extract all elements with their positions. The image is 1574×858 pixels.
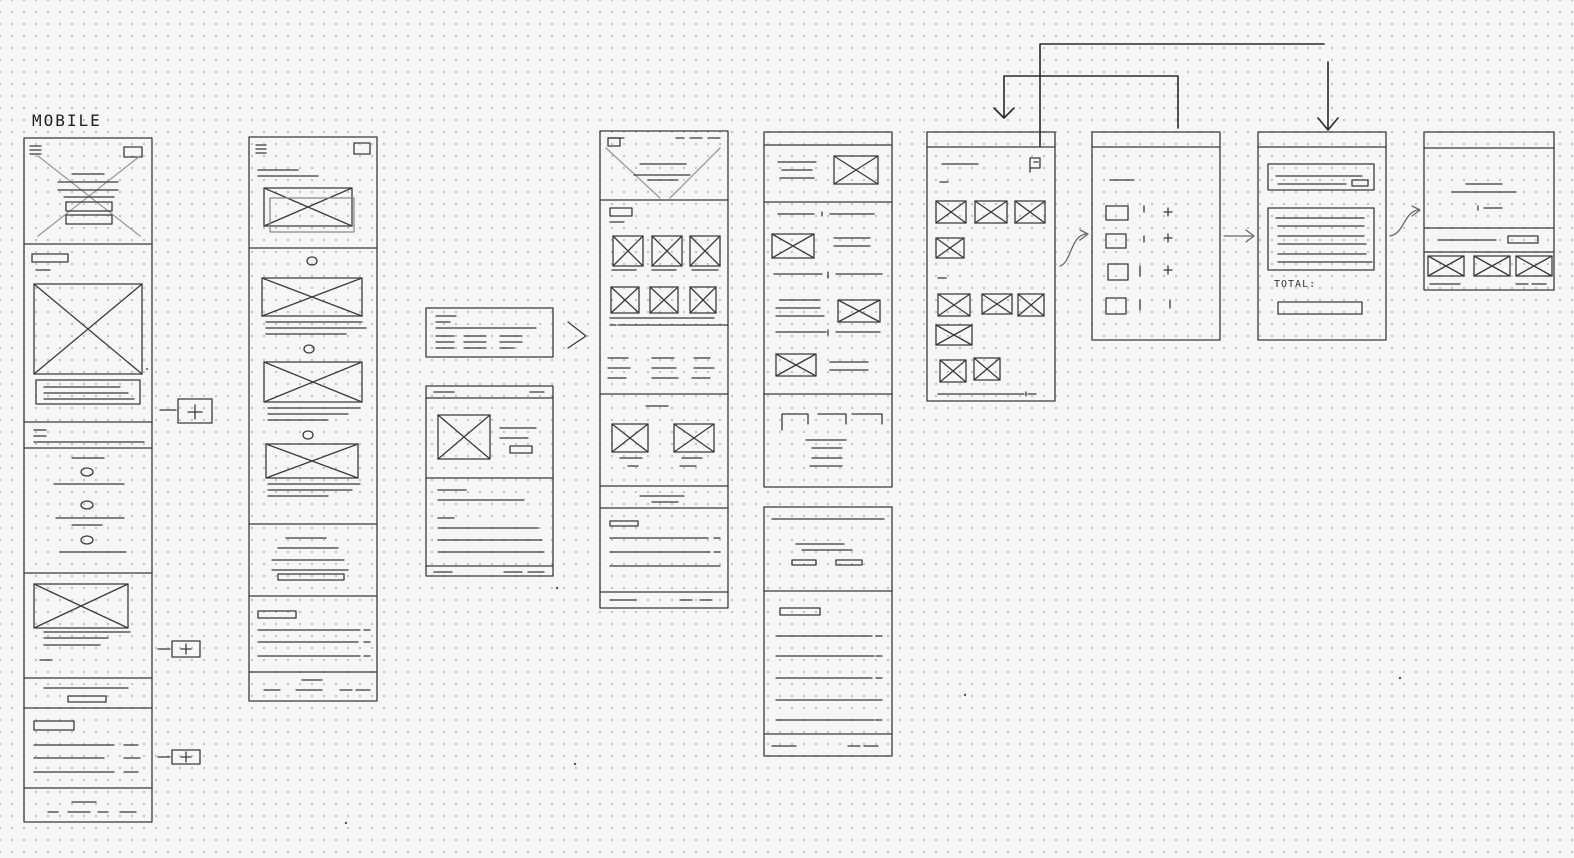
arrow-icon [567, 321, 587, 349]
arrow-icon [1223, 229, 1255, 243]
frame-cart [1091, 131, 1221, 341]
frame-product-grid [599, 130, 729, 609]
total-label: TOTAL: [1274, 279, 1317, 290]
frame-listing [248, 136, 378, 702]
frame-product-detail [763, 131, 893, 488]
arrow-icon [1389, 205, 1421, 237]
frame-wishlist [926, 131, 1056, 402]
frame-info-page [763, 506, 893, 757]
arrow-icon [993, 43, 1339, 147]
frame-confirmation [1423, 131, 1555, 291]
plus-icon [157, 749, 201, 765]
cart-icon [1029, 157, 1041, 173]
arrow-icon [1059, 229, 1089, 267]
hamburger-icon [255, 144, 267, 154]
frame-home [23, 137, 153, 823]
page-title: MOBILE [32, 111, 102, 130]
plus-icon [159, 398, 213, 424]
frame-checkout [1257, 131, 1387, 341]
plus-icon [157, 640, 201, 658]
frame-modal-small [425, 307, 554, 358]
frame-detail-card [425, 385, 554, 577]
hamburger-icon [29, 145, 42, 155]
